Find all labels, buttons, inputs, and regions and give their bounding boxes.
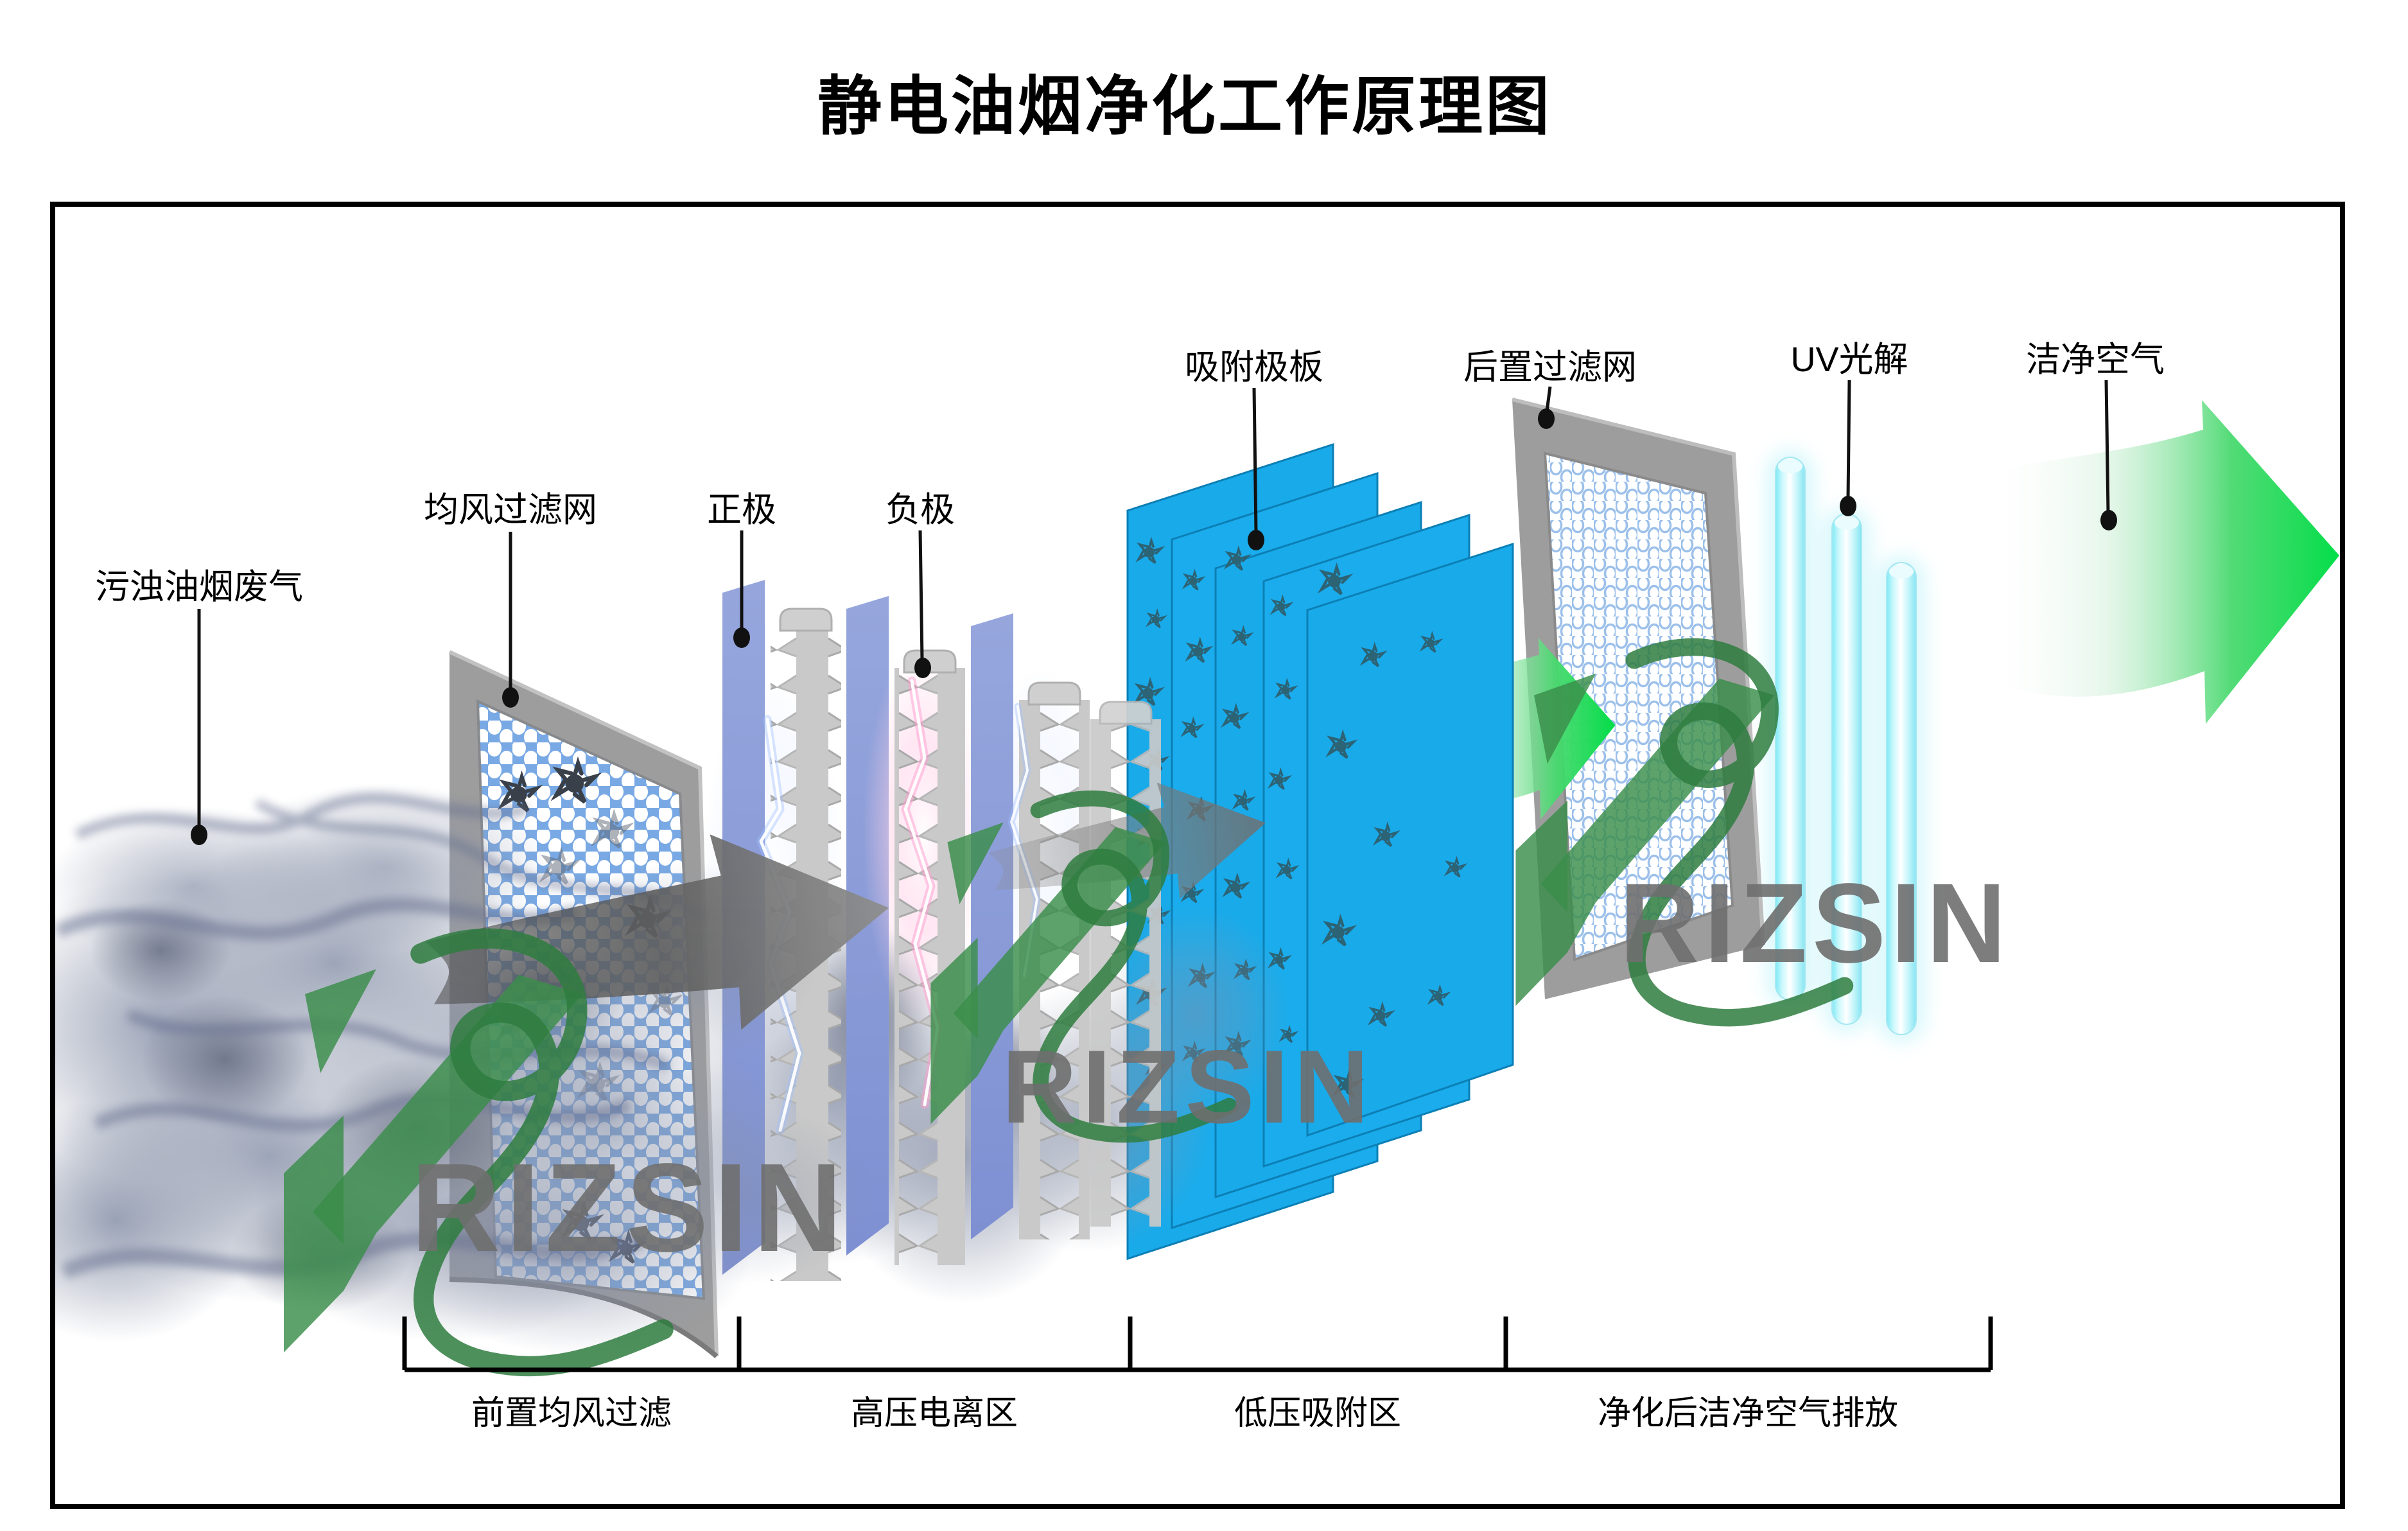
- discharge-electrode: [1090, 701, 1161, 1227]
- zone-label-pre-filter: 前置均风过滤: [471, 1395, 672, 1432]
- diagram-title: 静电油烟净化工作原理图: [817, 71, 1552, 143]
- leader-lines: [197, 380, 2110, 832]
- zone-label-ionization: 高压电离区: [851, 1395, 1018, 1432]
- label-adsorption-plates: 吸附极板: [1185, 348, 1323, 387]
- label-dirty-air: 污浊油烟废气: [95, 568, 303, 606]
- brand-watermark: RIZSIN: [1515, 647, 2011, 1018]
- adsorption-plate: [1306, 542, 1514, 1137]
- discharge-electrode: [894, 649, 965, 1265]
- label-clean-air: 洁净空气: [2026, 340, 2165, 379]
- label-positive-electrode: 正极: [707, 491, 776, 529]
- zone-bracket: [402, 1317, 1993, 1372]
- brand-watermark: RIZSIN: [284, 938, 848, 1366]
- brand-watermark-text: RIZSIN: [1002, 1029, 1374, 1145]
- brand-watermark: RIZSIN: [930, 798, 1374, 1145]
- uv-tube: [1886, 562, 1917, 1035]
- brand-watermark-text: RIZSIN: [1619, 861, 2011, 986]
- label-negative-electrode: 负极: [886, 491, 955, 529]
- zone-label-adsorption: 低压吸附区: [1234, 1395, 1401, 1432]
- label-post-filter-mesh: 后置过滤网: [1463, 348, 1637, 387]
- label-pre-filter-mesh: 均风过滤网: [424, 491, 597, 529]
- diagram-border: [50, 202, 2345, 1509]
- label-uv-photolysis: UV光解: [1790, 340, 1908, 379]
- uv-tube: [1831, 513, 1862, 1025]
- brand-watermark-text: RIZSIN: [411, 1137, 848, 1278]
- positive-plate: [971, 613, 1013, 1239]
- zone-label-clean-exhaust: 净化后洁净空气排放: [1598, 1395, 1898, 1432]
- uv-lamp-array: [1766, 450, 1926, 1043]
- leader-dots: [191, 408, 2117, 845]
